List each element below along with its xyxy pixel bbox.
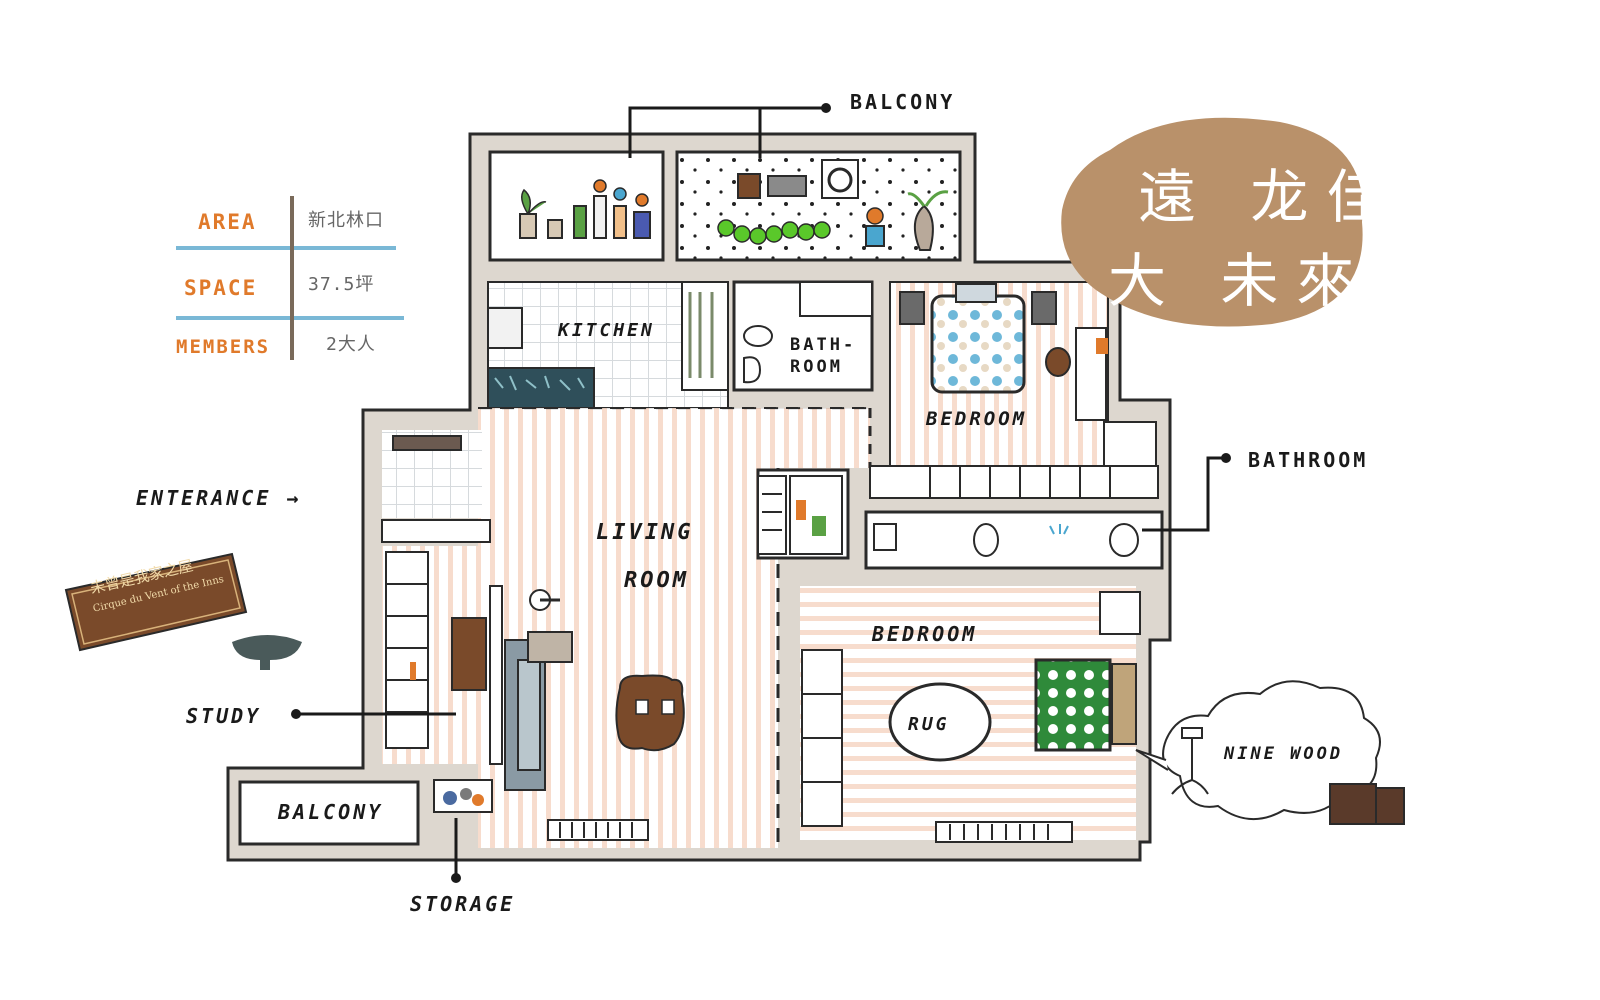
bed-icon (1036, 660, 1110, 750)
nightstand-icon (900, 292, 924, 324)
jar-icon (1376, 788, 1404, 824)
plant-icon (866, 226, 884, 246)
kitchen-counter (488, 368, 594, 408)
info-value-area: 新北林口 (308, 206, 384, 232)
sink-icon (744, 326, 772, 346)
label-storage: STORAGE (410, 892, 515, 916)
plant-icon (520, 214, 536, 238)
plant-icon (594, 196, 606, 238)
label-bedroom-bottom: BEDROOM (872, 622, 977, 646)
info-key-space: SPACE (184, 276, 257, 300)
label-living: LIVING (596, 520, 693, 545)
label-bedroom-top: BEDROOM (926, 408, 1027, 430)
chair-icon (1046, 348, 1070, 376)
label-bathroom-right: BATHROOM (1248, 448, 1368, 472)
display-cabinet (758, 470, 848, 558)
info-value-members: 2大人 (326, 330, 376, 356)
radiator-icon (936, 822, 1072, 842)
label-balcony-top: BALCONY (850, 90, 955, 114)
hat-icon (232, 635, 302, 670)
plant-icon (548, 220, 562, 238)
plant-icon (614, 206, 626, 238)
wardrobe-icon (870, 466, 1158, 498)
toilet-icon (974, 524, 998, 556)
bed-icon (932, 296, 1024, 392)
plant-icon (634, 212, 650, 238)
label-bathroom-small: BATH- ROOM (790, 334, 860, 378)
nightstand-icon (1032, 292, 1056, 324)
bathroom-right-area (866, 512, 1162, 568)
study-area (382, 546, 502, 764)
label-entrance: ENTERANCE → (136, 486, 301, 510)
shoe-bench (393, 436, 461, 450)
info-key-members: MEMBERS (176, 336, 270, 358)
fridge-icon (488, 308, 522, 348)
entrance-area (382, 430, 490, 542)
label-kitchen: KITCHEN (558, 320, 655, 341)
plant-icon (574, 206, 586, 238)
jar-icon (1330, 784, 1376, 824)
label-balcony-bottom: BALCONY (278, 800, 383, 824)
toilet-icon (744, 357, 760, 382)
info-key-area: AREA (198, 210, 257, 234)
label-study: STUDY (186, 704, 261, 728)
title-line-2: 大 未來 (1108, 234, 1372, 318)
title-line-1: 遠 龙佳 (1138, 150, 1402, 234)
plant-icon (915, 206, 933, 250)
top-balcony (490, 152, 960, 260)
label-room: ROOM (624, 568, 689, 593)
bookshelf-icon (386, 552, 428, 748)
label-nine-wood: NINE WOOD (1224, 744, 1343, 764)
info-value-space: 37.5坪 (308, 270, 374, 296)
sink-icon (1110, 524, 1138, 556)
study-desk (452, 618, 486, 690)
kitchen-area (488, 282, 728, 408)
label-rug: RUG (908, 714, 950, 735)
shoe-cabinet (382, 520, 490, 542)
